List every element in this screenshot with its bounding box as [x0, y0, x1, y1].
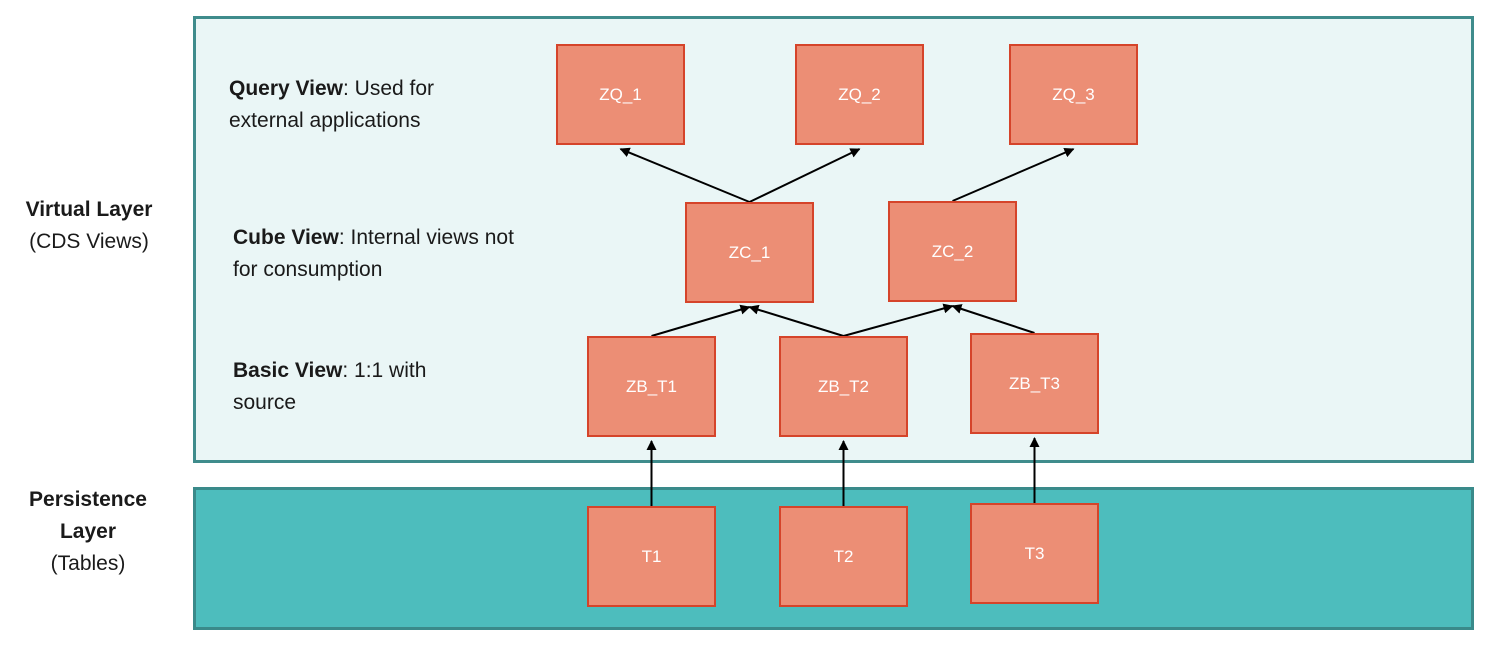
virtual-layer-subtitle: (CDS Views)	[29, 230, 149, 253]
persistence-layer-label: Persistence Layer (Tables)	[0, 484, 176, 580]
arrow-zc_1-to-zq_2	[749, 148, 861, 203]
virtual-layer-title: Virtual Layer	[25, 198, 153, 221]
basic-view-term: Basic View	[233, 359, 343, 382]
arrow-zb_t3-to-zc_2	[951, 304, 1035, 334]
arrow-zc_1-to-zq_1	[619, 147, 750, 203]
node-zb-t1: ZB_T1	[587, 336, 716, 437]
node-zq-3: ZQ_3	[1009, 44, 1138, 145]
query-view-text: : Used for external applications	[229, 77, 435, 132]
query-view-term: Query View	[229, 77, 344, 100]
node-t1: T1	[587, 506, 716, 607]
cube-view-text: : Internal views not for consumption	[233, 226, 514, 281]
persistence-layer-title-line2: Layer	[59, 520, 117, 543]
node-zc-1: ZC_1	[685, 202, 814, 303]
persistence-layer-title-line1: Persistence	[29, 488, 147, 511]
basic-view-description: Basic View: 1:1 with source	[233, 355, 493, 419]
node-t2: T2	[779, 506, 908, 607]
node-zb-t2: ZB_T2	[779, 336, 908, 437]
node-zb-t3: ZB_T3	[970, 333, 1099, 434]
query-view-description: Query View: Used for external applicatio…	[229, 73, 509, 137]
arrow-zb_t1-to-zc_1	[651, 304, 751, 337]
virtual-layer-label: Virtual Layer (CDS Views)	[0, 194, 178, 258]
node-zc-2: ZC_2	[888, 201, 1017, 302]
basic-view-text: : 1:1 with source	[233, 359, 427, 414]
node-zq-1: ZQ_1	[556, 44, 685, 145]
arrow-zb_t2-to-zc_2	[843, 303, 954, 337]
node-zq-2: ZQ_2	[795, 44, 924, 145]
arrow-zc_2-to-zq_3	[952, 147, 1075, 202]
persistence-layer-subtitle: (Tables)	[50, 552, 126, 575]
node-t3: T3	[970, 503, 1099, 604]
cube-view-term: Cube View	[233, 226, 339, 249]
cube-view-description: Cube View: Internal views not for consum…	[233, 222, 533, 286]
arrow-zb_t2-to-zc_1	[748, 304, 844, 337]
